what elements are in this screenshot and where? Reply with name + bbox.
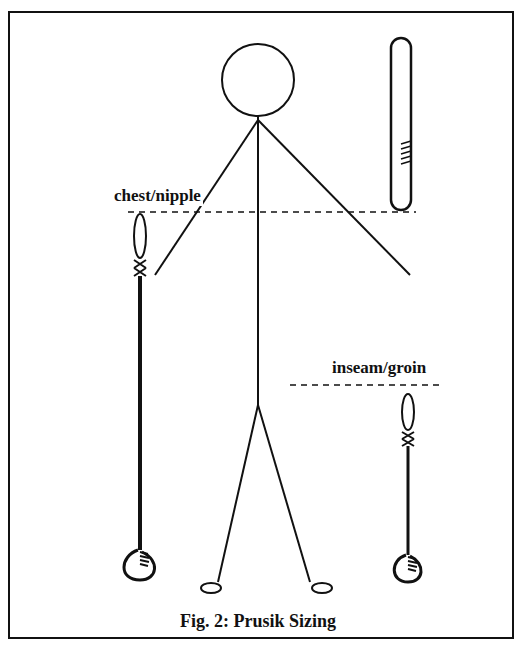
sling-loop — [391, 38, 411, 210]
measure-lines — [128, 212, 440, 385]
frame — [9, 12, 513, 638]
long-prusik — [124, 214, 155, 580]
measure-label: chest/nipple — [112, 187, 203, 206]
figure-caption: Fig. 2: Prusik Sizing — [178, 612, 338, 632]
stick-figure — [155, 44, 410, 593]
measure-label: inseam/groin — [330, 359, 428, 378]
short-prusik — [394, 394, 421, 582]
